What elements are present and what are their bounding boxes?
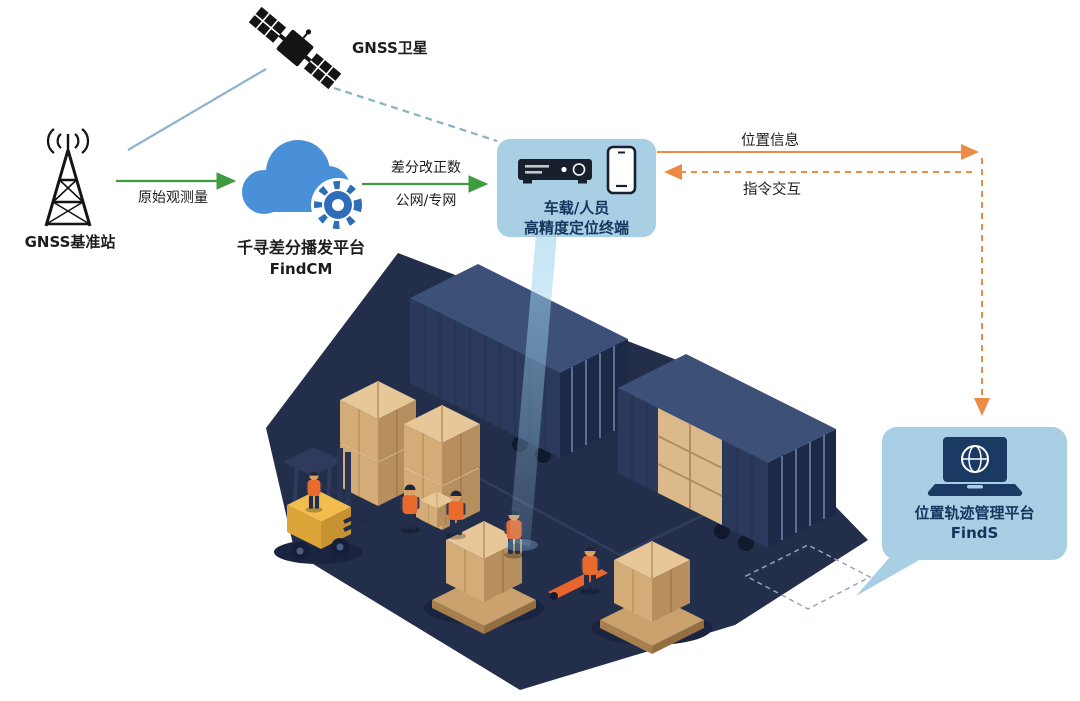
network-label: 公网/专网 [395,193,457,209]
laptop-globe-icon [927,437,1022,497]
cloud-platform-product: FindCM [269,259,333,278]
cloud-gear-icon [242,140,365,232]
container-2 [618,354,836,551]
positioning-beam [504,234,557,551]
platform-node: 位置轨迹管理平台 FindS [882,427,1067,560]
geofence-zone [744,544,872,610]
warehouse-scene [266,253,872,690]
terminal-icons [517,145,636,195]
pallet-2 [592,540,712,654]
corrections-label: 差分改正数 [391,160,461,176]
cloud-platform-label: 千寻差分播发平台 FindCM [208,237,394,279]
raw-observation-label: 原始观测量 [138,190,208,206]
receiver-icon [517,159,592,184]
finds-bubble-tail [856,550,930,596]
satellite-to-terminal-link [333,86,498,143]
platform-label-line2: FindS [950,523,999,542]
satellite-to-base-link [127,68,267,151]
satellite-icon [248,6,342,90]
forklift [274,447,371,564]
position-info-label: 位置信息 [741,133,799,149]
satellite-label: GNSS卫星 [352,39,428,57]
cloud-platform-name: 千寻差分播发平台 [236,238,365,257]
smartphone-icon [606,145,636,195]
platform-label-line1: 位置轨迹管理平台 [914,504,1035,522]
terminal-label-line2: 高精度定位终端 [523,218,629,237]
radio-tower-icon [44,128,92,227]
pallet-1 [424,520,544,634]
terminal-label-line1: 车载/人员 [543,199,610,217]
command-label: 指令交互 [743,182,801,198]
base-station-label: GNSS基准站 [24,233,116,251]
terminal-node: 车载/人员 高精度定位终端 [497,139,656,237]
